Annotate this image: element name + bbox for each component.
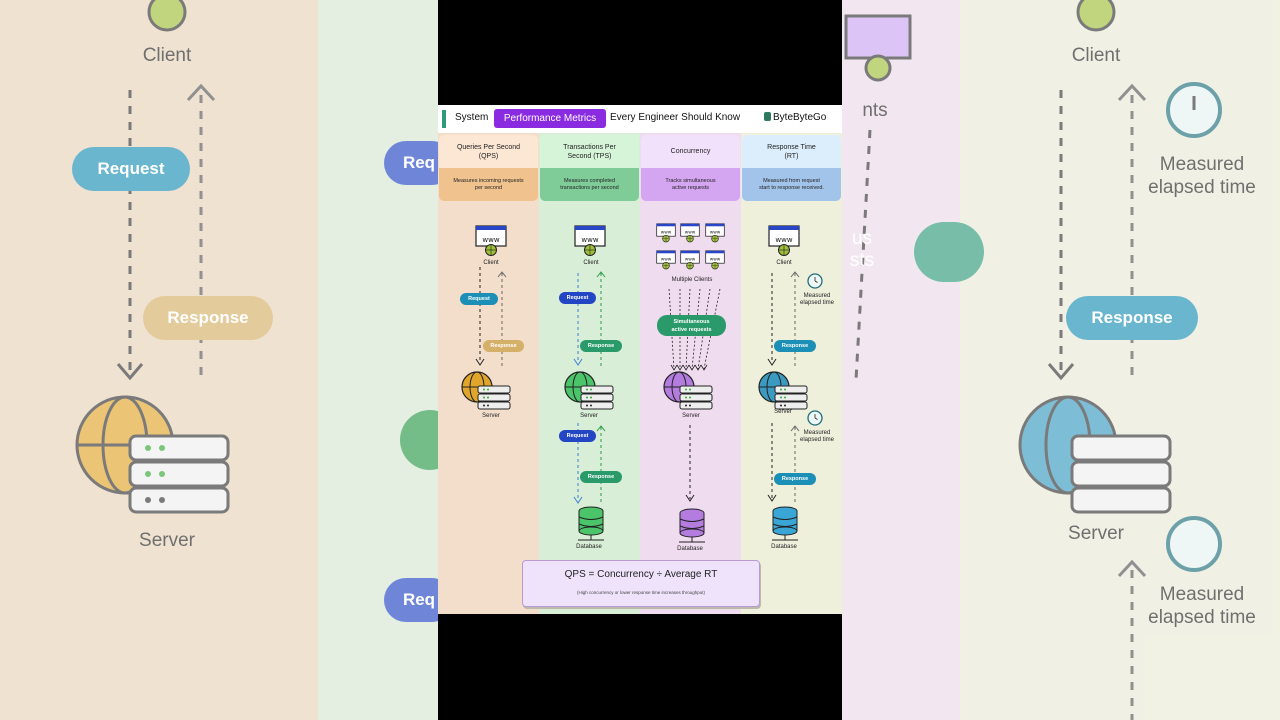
- rt-measured-line1: Measured: [803, 293, 831, 299]
- rt-server-label: Server: [774, 409, 792, 415]
- qps-client-label: Client: [483, 260, 499, 266]
- bg-partial-text-1: nts: [862, 100, 888, 121]
- tps-desc-line2: transactions per second: [560, 184, 619, 191]
- rt-title-line1: Response Time: [767, 143, 816, 151]
- qps-desc-line1: Measures incoming requests: [453, 177, 524, 184]
- conc-title-line1: Concurrency: [670, 148, 711, 155]
- conc-server-label: Server: [682, 413, 700, 419]
- tps-response-pill-2: Response: [580, 471, 622, 483]
- bg-request-pill: Request: [72, 147, 190, 191]
- tps-database-label: Database: [576, 544, 602, 550]
- concurrency-title: Concurrency: [641, 135, 740, 168]
- bg-conc-column: [842, 0, 960, 720]
- qps-server-label: Server: [482, 413, 500, 419]
- multiple-clients-label: Multiple Clients: [671, 277, 713, 283]
- rt-database-icon: [772, 506, 798, 541]
- conc-database-icon: [679, 508, 705, 543]
- tps-title-line1: Transactions Per: [563, 143, 616, 151]
- qps-desc-line2: per second: [474, 184, 503, 191]
- rt-title-line2: (RT): [784, 152, 799, 160]
- brand-logo: ByteByteGo: [764, 112, 826, 123]
- bg-right-art: [844, 0, 1222, 720]
- rt-response-pill: Response: [774, 340, 816, 352]
- rt-desc-line2: start to response received.: [759, 184, 824, 191]
- header-accent-bar: [442, 110, 446, 128]
- bg-client-label: Client: [142, 45, 192, 66]
- tps-client-label: Client: [583, 260, 599, 266]
- qps-title-line1: Queries Per Second: [456, 143, 521, 151]
- bg-measured-line1: Measured: [1159, 154, 1245, 175]
- bg-measured-label-2: Measured elapsed time: [1142, 583, 1262, 629]
- infographic-header: System Performance Metrics Every Enginee…: [438, 105, 842, 133]
- simultaneous-line1: Simultaneous: [673, 318, 710, 325]
- bg-request-pill-3: Req: [384, 578, 438, 622]
- bg-measured-label: Measured elapsed time: [1142, 153, 1262, 199]
- bg-partial-text-3: sts: [849, 250, 875, 271]
- rt-measured2-line1: Measured: [803, 430, 831, 436]
- bg-server-label: Server: [139, 530, 195, 551]
- qps-title: Queries Per Second(QPS): [439, 135, 538, 168]
- rt-client-label: Client: [776, 260, 792, 266]
- rt-title: Response Time(RT): [742, 135, 841, 168]
- conc-desc-line1: Tracks simultaneous: [665, 177, 716, 184]
- tps-title-line2: Second (TPS): [567, 152, 612, 160]
- brand-logo-icon: [764, 112, 771, 121]
- rt-measured2-line2: elapsed time: [799, 437, 835, 443]
- tps-database-icon: [578, 506, 604, 541]
- bg-partial-text-2: us: [851, 228, 873, 249]
- tps-server-label: Server: [580, 413, 598, 419]
- bg-response-pill-right: Response: [1066, 296, 1198, 340]
- qps-request-pill: Request: [460, 293, 498, 305]
- tps-response-pill: Response: [580, 340, 622, 352]
- clock-icon: [807, 273, 823, 289]
- rt-database-label: Database: [771, 544, 797, 550]
- bg-measured2-line1: Measured: [1159, 584, 1245, 605]
- conc-desc-line2: active requests: [671, 184, 709, 191]
- bg-server-label-right: Server: [1068, 523, 1124, 544]
- rt-desc-line1: Measured from request: [763, 177, 820, 184]
- brand-name: ByteByteGo: [773, 112, 827, 123]
- background-right-panel: nts us sts Client Response Server Measur…: [842, 0, 1280, 720]
- bg-qps-column: [0, 0, 318, 720]
- bg-request-pill-2: Req: [384, 141, 438, 185]
- column-qps: Queries Per Second(QPS) Measures incomin…: [438, 133, 539, 614]
- background-left-panel: Client Request Response Server Req Req: [0, 0, 438, 720]
- qps-title-line2: (QPS): [478, 152, 499, 160]
- header-highlight: Performance Metrics: [494, 109, 606, 128]
- header-suffix: Every Engineer Should Know: [610, 112, 741, 123]
- bg-measured-line2: elapsed time: [1148, 177, 1256, 198]
- header-prefix: System: [455, 112, 489, 123]
- bg-client-label-right: Client: [1071, 45, 1121, 66]
- infographic-card: System Performance Metrics Every Enginee…: [438, 105, 842, 614]
- qps-response-pill: Response: [483, 340, 524, 352]
- formula-note: (High concurrency or lower response time…: [576, 590, 706, 595]
- tps-desc-line1: Measures completed: [563, 177, 616, 184]
- diagram-art: www: [461, 223, 823, 543]
- multiple-clients-grid: [656, 223, 725, 270]
- bg-response-pill: Response: [143, 296, 273, 340]
- rt-response-pill-2: Response: [774, 473, 816, 485]
- tps-request-pill-2: Request: [559, 430, 596, 442]
- bg-rt-column: [960, 0, 1280, 720]
- simultaneous-line2: active requests: [671, 326, 712, 333]
- bg-left-art: [75, 0, 438, 514]
- formula-box: QPS = Concurrency ÷ Average RT (High con…: [522, 560, 760, 607]
- conc-database-label: Database: [677, 546, 703, 552]
- rt-measured-line2: elapsed time: [799, 300, 835, 306]
- tps-request-pill: Request: [559, 292, 596, 304]
- formula-text: QPS = Concurrency ÷ Average RT: [564, 569, 718, 580]
- bg-measured2-line2: elapsed time: [1148, 607, 1256, 628]
